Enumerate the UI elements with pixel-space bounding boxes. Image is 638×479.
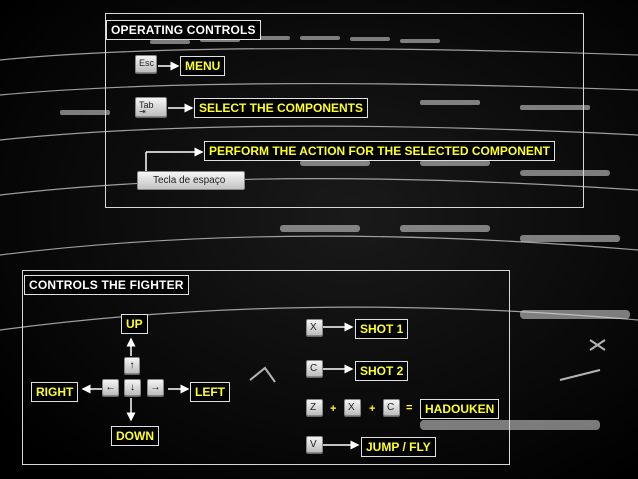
select-components-label: SELECT THE COMPONENTS [194, 98, 369, 118]
tab-arrow-icon: ⇥ [139, 107, 146, 116]
combo-z-key-label: Z [310, 402, 317, 413]
x-key-label: X [310, 322, 317, 333]
down-arrow-key: ↓ [124, 379, 141, 396]
left-arrow-icon: ← [105, 382, 116, 393]
x-key: X [306, 319, 323, 336]
operating-controls-title: OPERATING CONTROLS [106, 20, 261, 40]
menu-label: MENU [180, 56, 226, 76]
left-label: LEFT [190, 382, 230, 402]
shot2-label: SHOT 2 [355, 361, 409, 381]
up-arrow-key: ↑ [124, 357, 140, 374]
perform-action-label: PERFORM THE ACTION FOR THE SELECTED COMP… [204, 141, 555, 161]
tab-key-label: Tab [139, 100, 154, 110]
hadouken-label: HADOUKEN [420, 399, 500, 419]
left-arrow-key: ← [102, 379, 119, 396]
up-arrow-icon: ↑ [129, 360, 135, 371]
jump-fly-label: JUMP / FLY [361, 437, 436, 457]
c-key-label: C [310, 363, 318, 374]
plus-sign-1: + [330, 403, 337, 415]
esc-key: Esc [135, 55, 157, 73]
equals-sign: = [406, 402, 413, 414]
down-label: DOWN [111, 426, 159, 446]
tab-key: Tab ⇥ [135, 97, 167, 117]
down-arrow-icon: ↓ [130, 382, 135, 393]
shot1-label: SHOT 1 [355, 319, 409, 339]
esc-key-label: Esc [139, 58, 155, 68]
v-key-label: V [310, 439, 317, 450]
operating-controls-panel [105, 13, 584, 208]
space-key-label: Tecla de espaço [153, 175, 226, 186]
combo-c-key: C [383, 399, 400, 416]
c-key: C [306, 360, 323, 377]
right-arrow-icon: → [150, 382, 161, 393]
combo-x-key-label: X [348, 402, 355, 413]
right-arrow-key: → [147, 379, 164, 396]
combo-c-key-label: C [387, 402, 395, 413]
right-label: RIGHT [31, 382, 79, 402]
fighter-controls-panel [22, 270, 510, 465]
plus-sign-2: + [369, 403, 376, 415]
v-key: V [306, 436, 323, 453]
combo-x-key: X [344, 399, 361, 416]
space-key: Tecla de espaço [137, 171, 245, 190]
fighter-controls-title: CONTROLS THE FIGHTER [24, 275, 189, 295]
up-label: UP [121, 314, 148, 334]
combo-z-key: Z [306, 399, 323, 416]
